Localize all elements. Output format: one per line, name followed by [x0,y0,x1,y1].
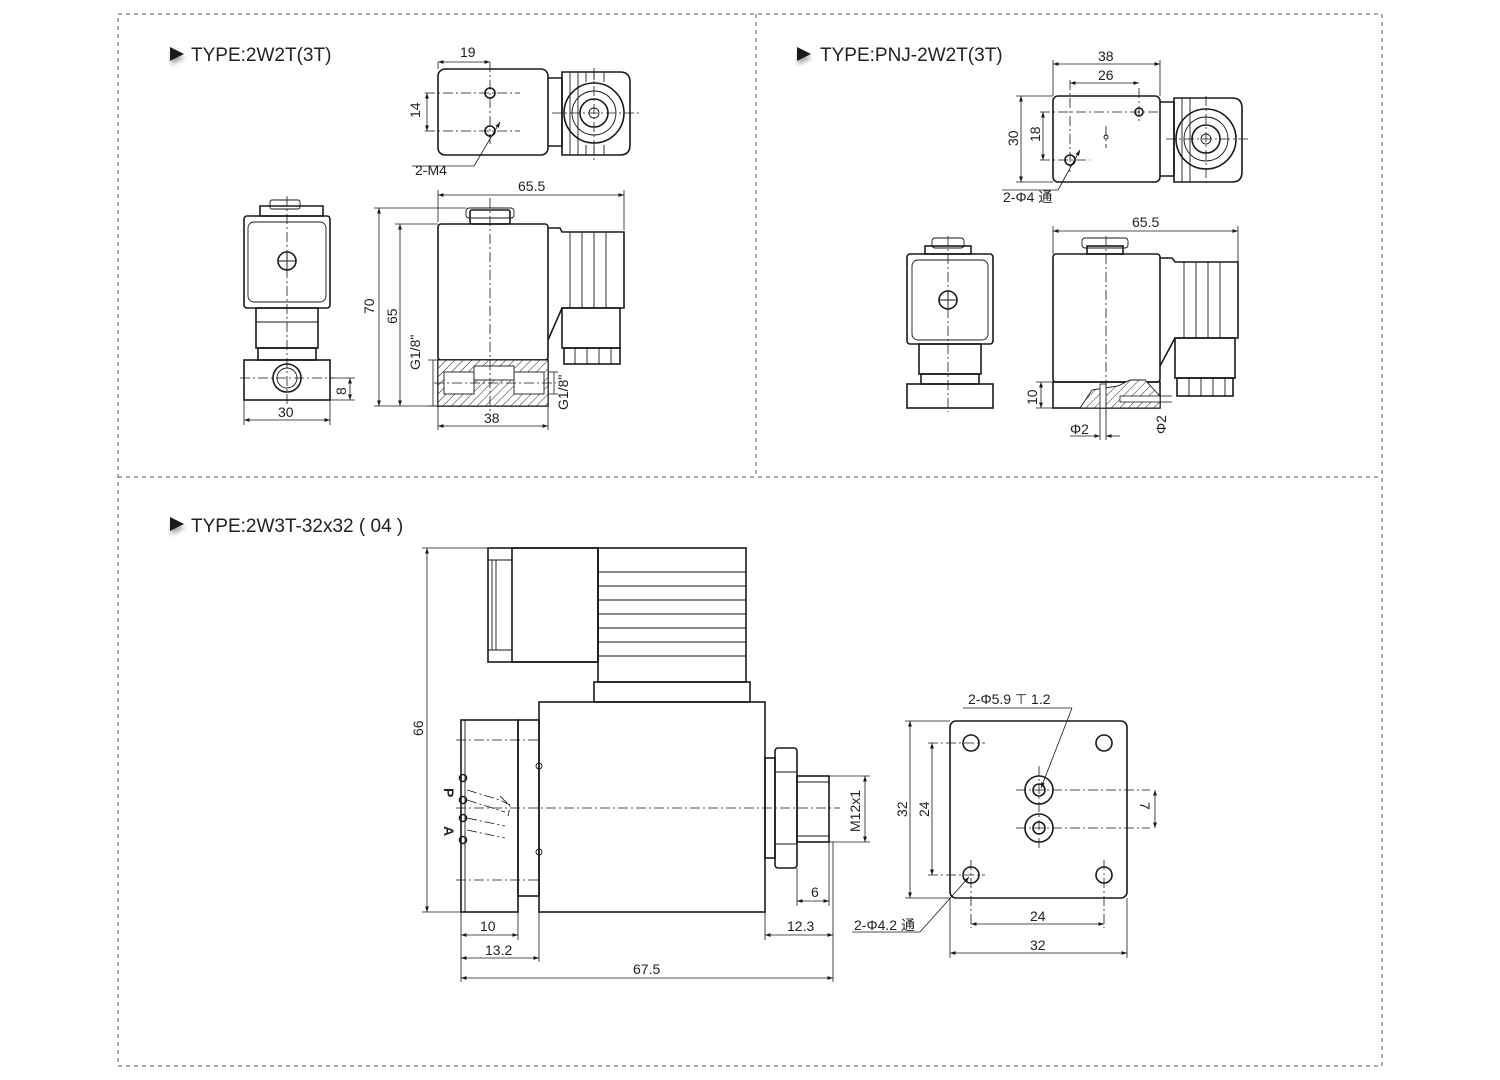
port-label-a: A [441,826,457,836]
section-title-pnj: TYPE:PNJ-2W2T(3T) [797,45,1003,66]
dim-flange-body: 13.2 [485,942,512,958]
dim-top-holes: 2-Φ5.9 ⊤ 1.2 [968,691,1051,707]
side-view-pnj: 65.5 10 Φ2 Φ2 [1024,214,1239,440]
dim-hole-pitch-v: 24 [916,801,932,817]
section-title-2w3t: TYPE:2W3T-32x32 ( 04 ) [170,516,403,537]
dim-top-inner-height: 18 [1027,126,1043,142]
dim-top-height: 30 [1005,130,1021,146]
dim-offset: 7 [1137,802,1153,810]
plate-view-2w3t: 2-Φ5.9 ⊤ 1.2 32 24 7 24 32 2-Φ4.2 通 [852,691,1157,958]
section-title: TYPE:2W2T(3T) [191,45,331,66]
dim-top-width: 19 [460,44,476,60]
dim-orifice-b: Φ2 [1153,415,1169,434]
dim-front-width: 30 [278,404,294,420]
dim-front-base: 8 [333,387,349,395]
dim-base-length: 38 [484,410,500,426]
dim-port-thread-a: G1/8" [407,335,423,370]
dim-top-inner: 26 [1098,67,1114,83]
section-title: TYPE:2W3T-32x32 ( 04 ) [191,516,403,537]
dim-base-height: 10 [1024,389,1040,405]
front-view-pnj [906,236,994,412]
dim-overall-length: 65.5 [1132,214,1159,230]
dim-top-height: 14 [407,102,423,118]
section-2w2t: TYPE:2W2T(3T) [170,44,640,430]
top-view-2w2t: 19 14 2-M4 [407,44,640,178]
dim-holes-m4: 2-M4 [415,162,447,178]
dim-holes-phi4: 2-Φ4 通 [1003,189,1052,205]
section-frames [117,13,1383,1067]
side-view-2w3t: P A 66 10 13.2 6 [410,547,870,982]
section-2w3t: TYPE:2W3T-32x32 ( 04 ) [170,516,1157,982]
dim-port-thread-b: G1/8" [555,375,571,410]
dim-overall-length: 67.5 [633,961,660,977]
dim-overall-length: 65.5 [518,178,545,194]
dim-top-overall: 38 [1098,48,1114,64]
section-pnj: TYPE:PNJ-2W2T(3T) [797,45,1250,440]
dim-thread: M12x1 [847,790,863,832]
dim-nut-length: 12.3 [787,918,814,934]
front-view-2w2t: 30 8 [240,196,355,425]
dim-height-total: 70 [361,298,377,314]
dim-hole-pitch-h: 24 [1030,908,1046,924]
side-view-2w2t: 65.5 70 65 G1/8" G1/8" 38 [361,178,625,430]
section-title-2w2t: TYPE:2W2T(3T) [170,45,331,66]
dim-plate-height: 32 [894,801,910,817]
port-label-p: P [441,788,457,797]
dim-plate-width: 32 [1030,937,1046,953]
top-view-pnj: 38 26 30 18 2-Φ4 通 [1002,48,1250,205]
section-title: TYPE:PNJ-2W2T(3T) [820,45,1003,66]
dim-bottom-holes: 2-Φ4.2 通 [854,917,915,933]
dim-flange: 10 [480,918,496,934]
dim-thread-length: 6 [811,884,819,900]
dim-orifice-a: Φ2 [1070,421,1089,437]
dim-height-body: 65 [384,308,400,324]
dim-height-total: 66 [410,720,426,736]
